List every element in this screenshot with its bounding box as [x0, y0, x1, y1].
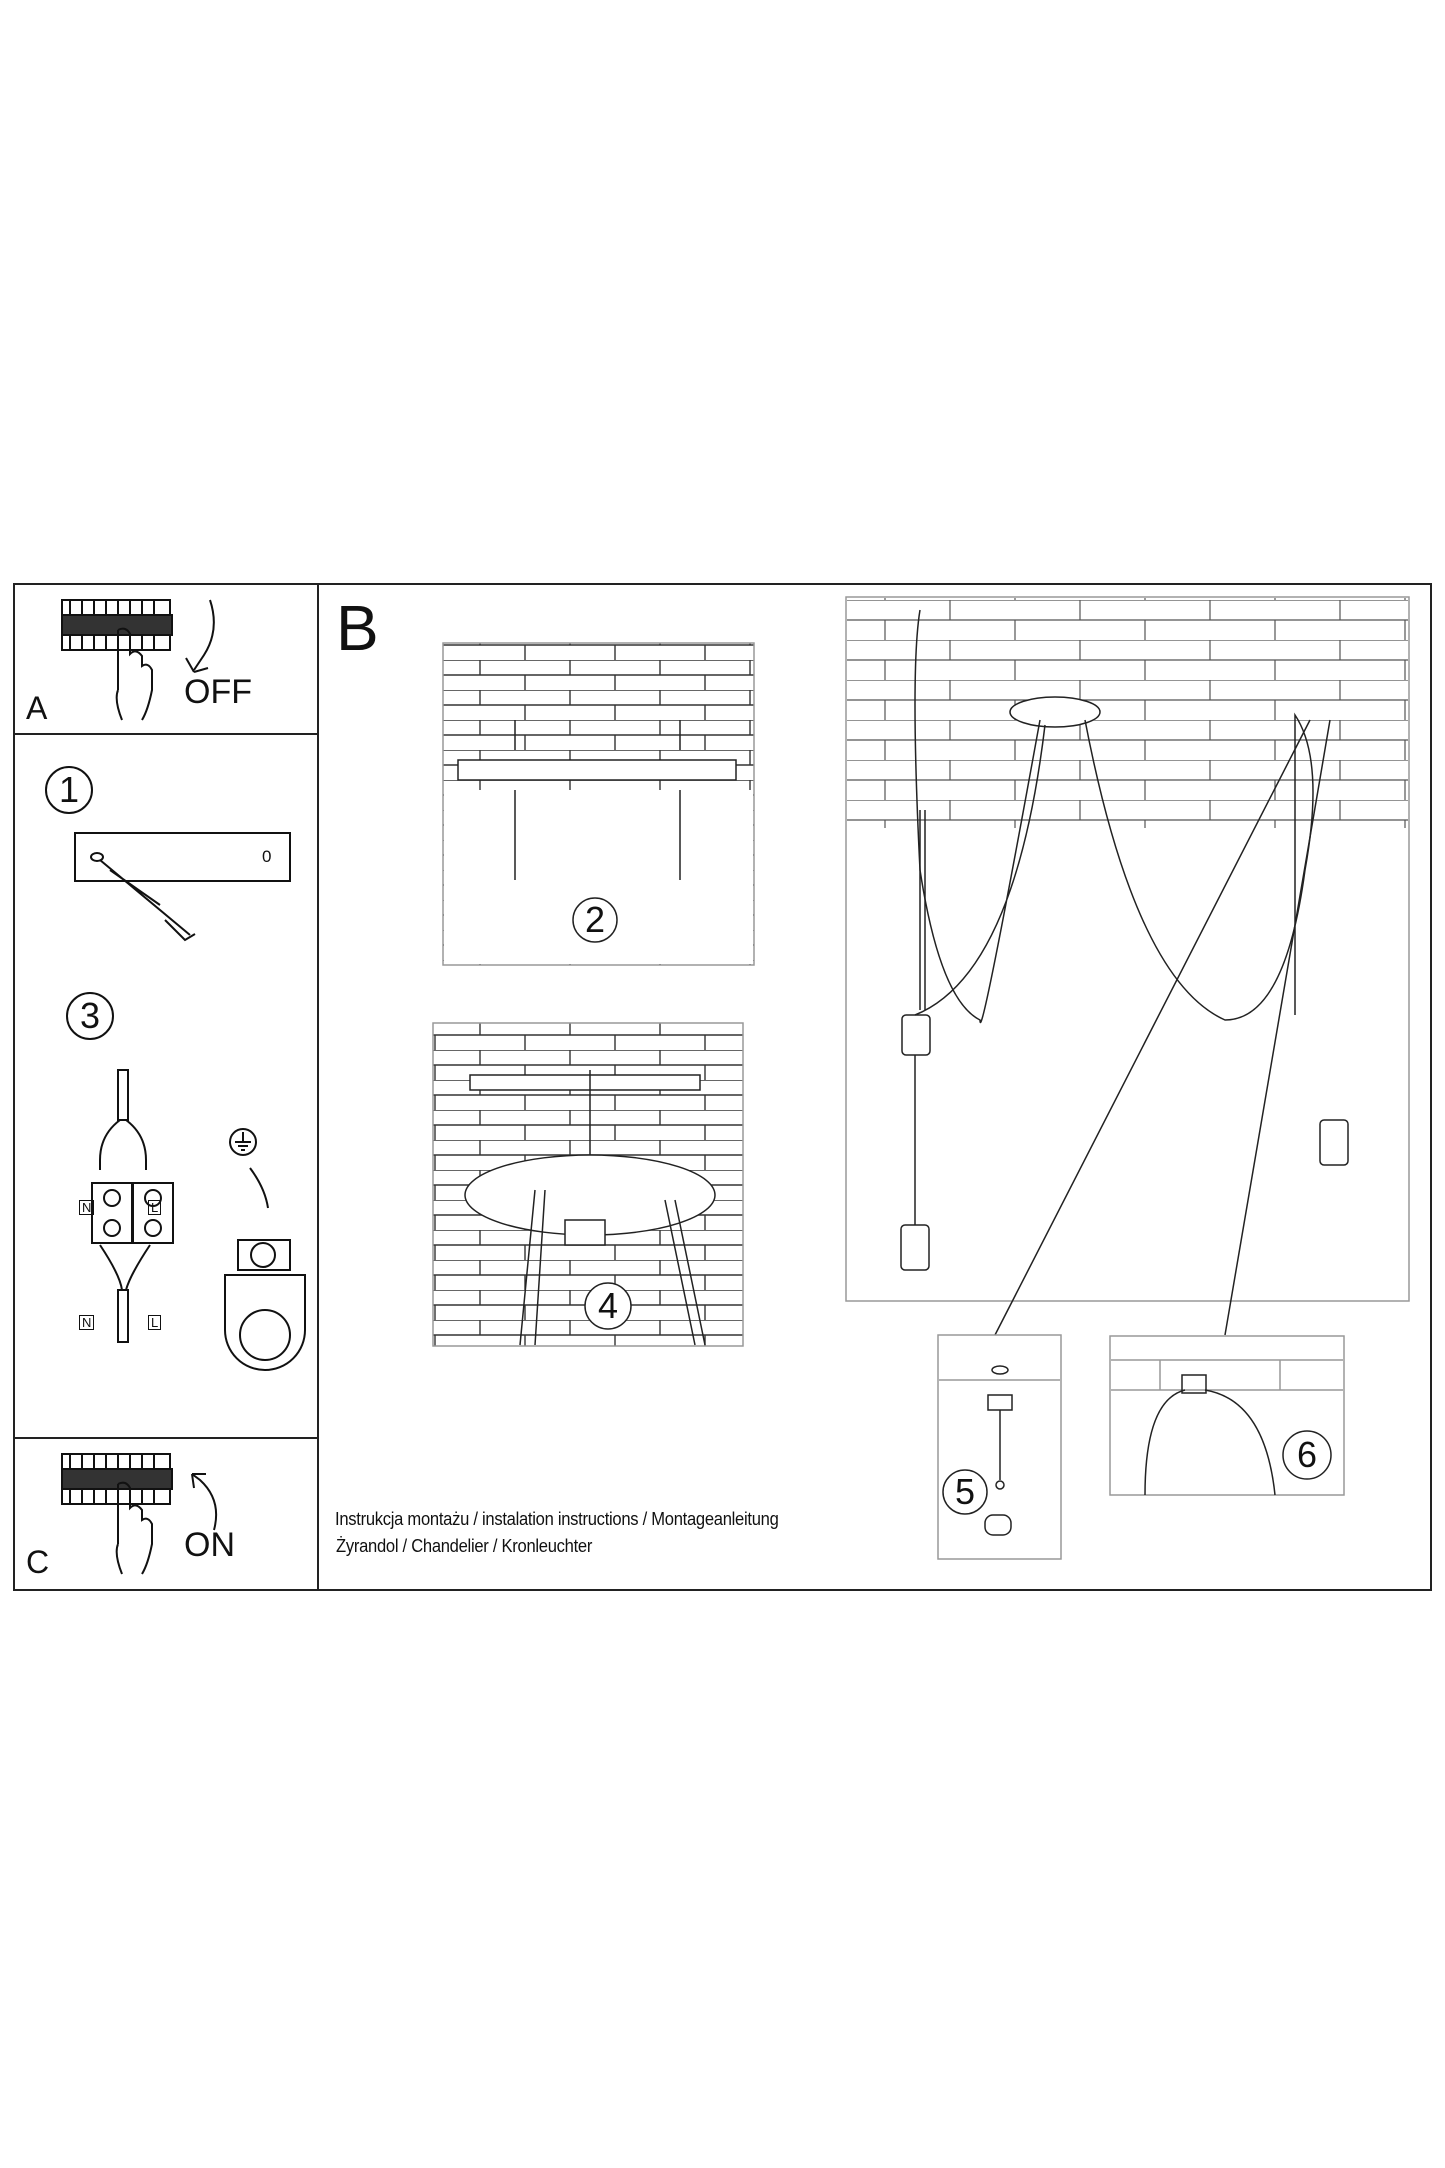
- step-1-box-mark: 0: [262, 847, 272, 866]
- panel-a-label: A: [26, 690, 48, 726]
- terminal-l-bottom: L: [148, 1315, 162, 1330]
- terminal-l-top: L: [148, 1200, 162, 1215]
- step4-drawing: [432, 1022, 744, 1347]
- terminal-n-top: N: [79, 1200, 95, 1215]
- step-4-number: 4: [597, 1285, 619, 1326]
- main-frame: [13, 583, 1432, 1591]
- step6-drawing: [1109, 1335, 1345, 1496]
- panel-b-label: B: [336, 592, 379, 664]
- terminal-n-bottom: N: [79, 1315, 95, 1330]
- step-5-number: 5: [954, 1471, 976, 1512]
- step-3-number: 3: [79, 995, 101, 1036]
- step-1-number: 1: [58, 769, 80, 810]
- step-2-number: 2: [584, 899, 606, 940]
- chandelier-overview-drawing: [845, 596, 1410, 1336]
- step1-drawing: [45, 766, 291, 942]
- panel-c-label: C: [26, 1544, 50, 1580]
- off-label: OFF: [184, 673, 252, 711]
- step-6-number: 6: [1296, 1434, 1318, 1475]
- step2-drawing: [442, 642, 755, 966]
- step3-wiring-drawing: [66, 992, 306, 1371]
- caption-line-2: Żyrandol / Chandelier / Kronleuchter: [336, 1536, 593, 1556]
- breaker-panel-on-icon: [61, 1453, 218, 1575]
- step5-drawing: [937, 1334, 1062, 1560]
- on-label: ON: [184, 1526, 235, 1564]
- caption-line-1: Instrukcja montażu / instalation instruc…: [335, 1509, 779, 1529]
- breaker-panel-off-icon: [61, 599, 215, 721]
